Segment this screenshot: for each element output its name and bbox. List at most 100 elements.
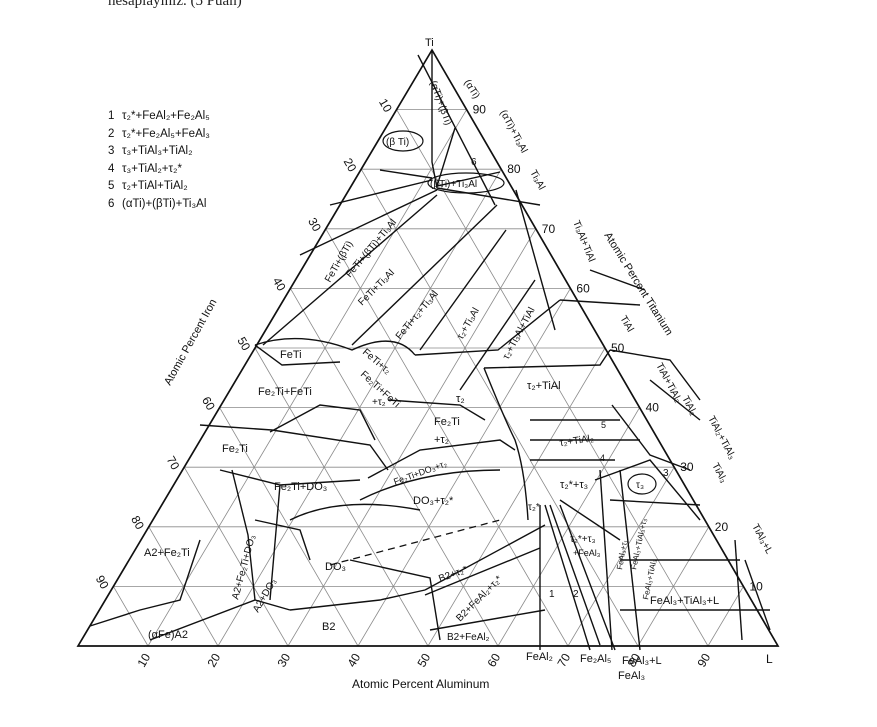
phase-label-ati: (αTi) [461, 78, 481, 101]
phase-label-tial2-tial3: TiAl₂+TiAl₃ [705, 414, 737, 461]
grid-line [183, 466, 289, 647]
legend-text: τ₂*+Fe₂Al₅+FeAl₃ [122, 127, 210, 140]
phase-label-ati-ti3al: (αTi)+Ti₃Al [497, 108, 529, 155]
phase-label-tial3-l: TiAl₃+L [749, 522, 774, 556]
legend-item: 1 τ₂*+FeAl₂+Fe₂Al₅ [108, 108, 210, 126]
phase-label-feal2: FeAl₂ [526, 651, 553, 663]
bottom-tick-label: 30 [274, 651, 293, 670]
right-tick-label: 20 [715, 520, 729, 534]
legend-text: (αTi)+(βTi)+Ti₃Al [122, 197, 207, 210]
phase-label-tial: TiAl [617, 314, 635, 334]
phase-boundary-lines [89, 50, 771, 651]
phase-label-num6: 6 [471, 157, 477, 168]
bottom-tick-label: 40 [344, 651, 363, 670]
bottom-axis-title: Atomic Percent Aluminum [352, 677, 489, 691]
phase-label-t3: τ₃ [636, 480, 644, 491]
phase-label-ti3al: Ti₃Al [527, 168, 547, 192]
phase-region-labels: (β Ti)(αTi)(αTi)+(βTi)(αTi)+Ti₃Al(βTi)+T… [144, 78, 774, 682]
bti-ti3al-region-outline [427, 172, 505, 194]
legend: 1 τ₂*+FeAl₂+Fe₂Al₅ 2 τ₂*+Fe₂Al₅+FeAl₃ 3 τ₃+… [108, 108, 210, 213]
ternary-triangle-outline [76, 48, 780, 647]
grid-line [396, 109, 709, 647]
phase-label-b2-t2: B2+τ₂* [437, 564, 469, 585]
left-tick-label: 70 [164, 454, 183, 473]
dashed-boundary [329, 519, 501, 566]
left-tick-label: 80 [128, 513, 147, 532]
bottom-tick-label: 70 [554, 651, 573, 670]
phase-label-feal3: FeAl₃ [618, 670, 645, 682]
phase-label-fe2ti-feti: Fe₂Ti+FeTi [258, 386, 312, 398]
right-tick-label: 50 [611, 341, 625, 355]
phase-label-num2: 2 [573, 589, 579, 600]
phase-label-feti: FeTi [280, 349, 302, 361]
phase-label-fe2al5: Fe₂Al₅ [580, 653, 611, 665]
phase-label-feti-ti3al: FeTi+Ti₃Al [356, 268, 397, 309]
phase-label-t2-tial: τ₂+TiAl [527, 380, 561, 392]
phase-label-t2-t3-feal3a: τ₂*+τ₃ [570, 534, 596, 545]
left-tick-label: 10 [376, 96, 395, 115]
bottom-tick-label: 80 [624, 651, 643, 670]
phase-label-b2: B2 [322, 621, 335, 633]
phase-label-fe2ti-t2a: Fe₂Ti [434, 416, 460, 428]
phase-label-num5: 5 [601, 420, 606, 430]
corner-l-label: L [766, 652, 773, 666]
phase-label-feal3-l: FeAl₃+L [622, 655, 662, 667]
legend-text: τ₃+TiAl₂+τ₂* [122, 162, 182, 175]
right-tick-label: 90 [473, 103, 487, 117]
phase-label-num4: 4 [600, 453, 605, 463]
legend-text: τ₂*+FeAl₂+Fe₂Al₅ [122, 110, 210, 122]
grid-line [567, 466, 675, 647]
left-tick-label: 60 [199, 394, 218, 413]
legend-number: 6 [108, 197, 115, 210]
right-tick-label: 60 [576, 281, 590, 295]
phase-label-t2-t3-feal3b: +FeAl₃ [573, 548, 601, 558]
grid-line [147, 109, 467, 647]
phase-label-t2-ti3al: τ₂+Ti₃Al [455, 306, 482, 341]
phase-label-do3: DO₃ [325, 561, 346, 573]
legend-number: 3 [108, 145, 115, 157]
right-tick-label: 10 [749, 579, 763, 593]
phase-label-t2: τ₂ [456, 393, 465, 405]
legend-item: 4 τ₃+TiAl₂+τ₂* [108, 161, 210, 179]
bottom-tick-label: 60 [484, 651, 503, 670]
legend-text: τ₃+TiAl₃+TiAl₂ [122, 145, 193, 157]
phase-label-fe2ti-feti-t2b: +τ₂ [372, 397, 386, 408]
phase-label-afe-a2: (αFe)A2 [148, 629, 188, 641]
left-tick-label: 50 [234, 335, 253, 354]
legend-item: 6 (αTi)+(βTi)+Ti₃Al [108, 196, 210, 214]
phase-label-fe2ti-do3-t2: Fe₂Ti+DO₃+τ₂ [392, 458, 448, 487]
legend-item: 2 τ₂*+Fe₂Al₅+FeAl₃ [108, 126, 210, 144]
phase-label-t2s-t3: τ₂*+τ₃ [560, 479, 588, 491]
phase-label-ati-bti: (αTi)+(βTi) [427, 79, 453, 127]
phase-label-feal3-t1: FeAl₃+τ₁ [615, 539, 629, 571]
phase-region-outlines [382, 130, 657, 495]
legend-number: 4 [108, 162, 115, 175]
phase-label-tial-tial2: TiAl+TiAl₂ [653, 361, 683, 405]
legend-number: 5 [108, 180, 115, 192]
phase-label-t2s: τ₂* [528, 502, 540, 513]
bottom-tick-label: 20 [204, 651, 223, 670]
legend-number: 1 [108, 110, 115, 122]
left-axis-title: Atomic Percent Iron [162, 297, 219, 387]
right-tick-label: 70 [542, 222, 556, 236]
cutoff-header-text: hesaplayınız. (5 Puan) [108, 0, 242, 9]
legend-item: 3 τ₃+TiAl₃+TiAl₂ [108, 143, 210, 161]
right-tick-label: 80 [507, 162, 521, 176]
phase-label-ti3al-tial: Ti₃Al+TiAl [570, 219, 597, 264]
left-tick-label: 90 [93, 573, 112, 592]
phase-label-feal3-tial3-l: FeAl₃+TiAl₃+L [650, 595, 719, 607]
phase-label-bti: (β Ti) [386, 137, 409, 148]
phase-label-t2-tial2: τ₂+TiAl₂ [559, 433, 595, 449]
bottom-tick-label: 10 [134, 651, 153, 670]
phase-label-fe2ti-t2b: +τ₂ [434, 434, 449, 446]
bti-region-outline [382, 130, 424, 152]
phase-label-num1: 1 [549, 589, 555, 600]
left-tick-label: 20 [341, 156, 360, 175]
bottom-tick-label: 90 [694, 651, 713, 670]
tau3-region-outline [627, 473, 657, 495]
phase-label-tial3: TiAl₃ [709, 461, 729, 485]
grid-line [287, 228, 537, 647]
legend-number: 2 [108, 127, 115, 140]
phase-label-a2-fe2ti: A2+Fe₂Ti [144, 547, 190, 559]
grid-line [325, 228, 569, 647]
